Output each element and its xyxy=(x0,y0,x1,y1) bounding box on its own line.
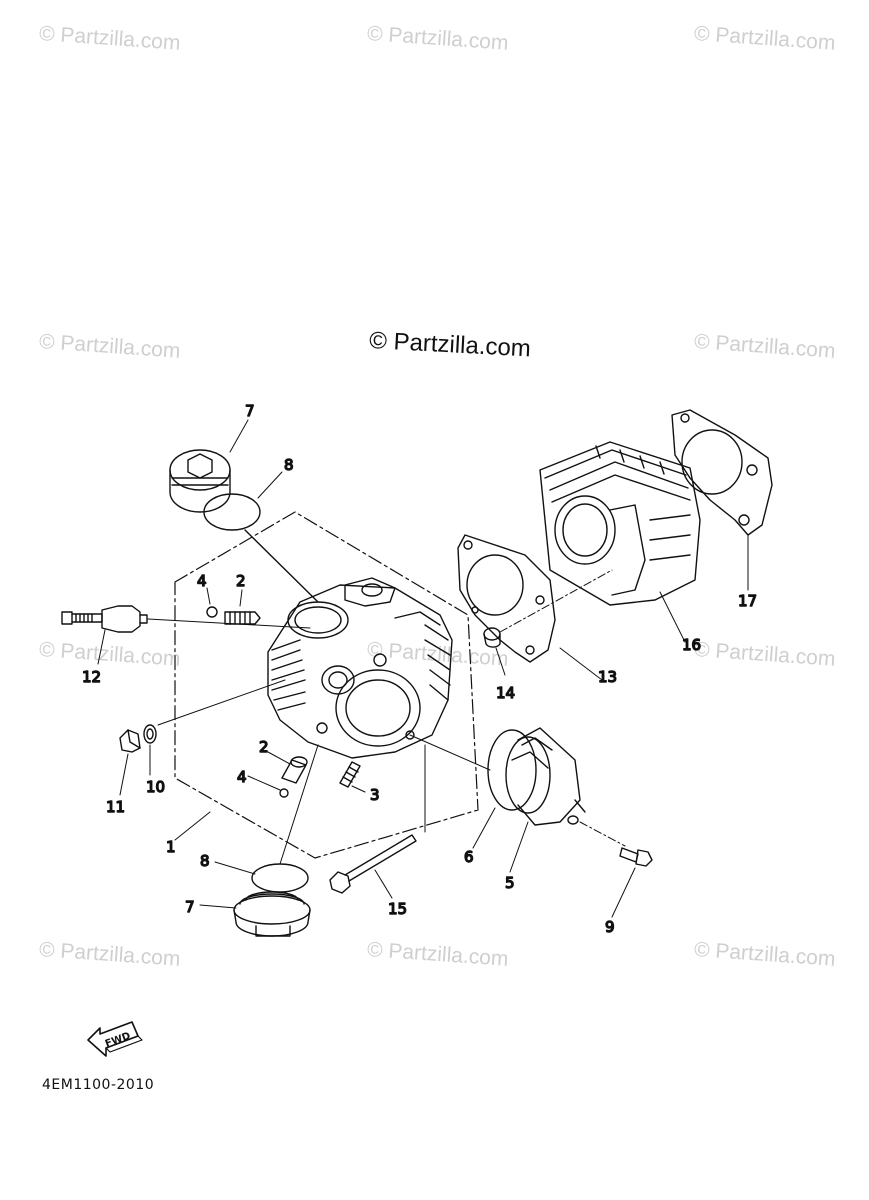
drain-plug[interactable] xyxy=(119,729,141,753)
cylinder-head[interactable] xyxy=(267,577,453,759)
diagram-code: 4EM1100-2010 xyxy=(42,1077,155,1093)
callout-7: 7 xyxy=(245,402,255,420)
cover-bolt[interactable] xyxy=(619,847,653,867)
callout-15: 15 xyxy=(388,900,407,918)
pin-top[interactable] xyxy=(206,606,218,618)
callout-5: 5 xyxy=(505,874,515,892)
head-gasket[interactable] xyxy=(457,534,556,663)
callout-16: 16 xyxy=(682,636,701,654)
dowel-stud-top[interactable] xyxy=(224,611,261,625)
spark-plug[interactable] xyxy=(61,605,148,633)
callout-4: 4 xyxy=(237,768,247,786)
callout-10: 10 xyxy=(146,778,165,796)
callout-2: 2 xyxy=(236,572,246,590)
callout-17: 17 xyxy=(738,592,757,610)
callout-8: 8 xyxy=(200,852,210,870)
callout-1: 1 xyxy=(166,838,176,856)
callout-12: 12 xyxy=(82,668,101,686)
assembly-boundary xyxy=(174,511,479,859)
long-bolt[interactable] xyxy=(329,834,417,894)
callout-13: 13 xyxy=(598,668,617,686)
o-ring-top[interactable] xyxy=(203,493,261,531)
callout-4: 4 xyxy=(197,572,207,590)
leader-line xyxy=(244,529,319,603)
cam-cover[interactable] xyxy=(505,727,586,826)
fwd-arrow-icon: FWD xyxy=(87,1021,143,1057)
callout-3: 3 xyxy=(370,786,380,804)
leader-lines xyxy=(97,419,749,918)
callout-11: 11 xyxy=(106,798,125,816)
valve-cap-lower[interactable] xyxy=(233,891,311,937)
callout-2: 2 xyxy=(259,738,269,756)
callout-7: 7 xyxy=(185,898,195,916)
stud-bolt[interactable] xyxy=(339,761,361,788)
cylinder-block[interactable] xyxy=(539,441,701,606)
callout-8: 8 xyxy=(284,456,294,474)
pin-lower[interactable] xyxy=(279,788,289,798)
valve-cap-top[interactable] xyxy=(169,449,231,513)
fwd-label: FWD xyxy=(104,1031,132,1050)
cover-o-ring[interactable] xyxy=(487,729,537,811)
base-gasket[interactable] xyxy=(671,409,773,536)
dowel-pin[interactable] xyxy=(483,627,501,648)
o-ring-lower[interactable] xyxy=(251,863,309,893)
gasket-washer[interactable] xyxy=(143,724,157,744)
callout-6: 6 xyxy=(464,848,474,866)
dowel-stud-lower[interactable] xyxy=(281,756,308,784)
callout-14: 14 xyxy=(496,684,515,702)
callout-9: 9 xyxy=(605,918,615,936)
